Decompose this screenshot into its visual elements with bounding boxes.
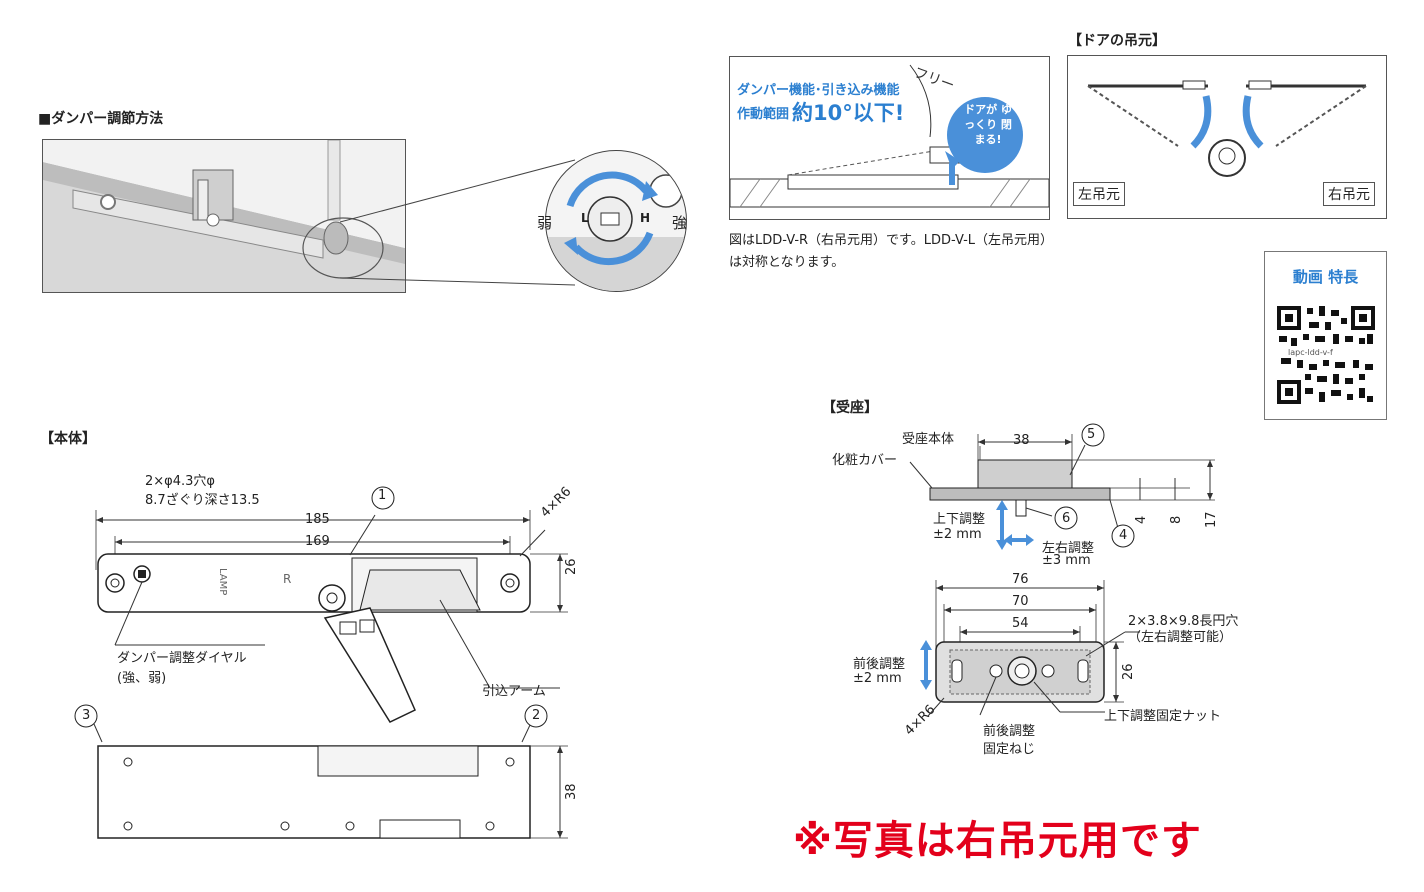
right-hinge-photo-note: ※写真は右吊元用です (793, 818, 1202, 864)
right-hinge-label: 右吊元 (1323, 182, 1375, 206)
mark-2: 2 (532, 708, 541, 723)
callout-range-value: 約10°以下! (792, 101, 905, 125)
arm-label: 引込アーム (482, 684, 546, 699)
receiver-title: 【受座】 (822, 400, 878, 416)
strong-label: 強 (672, 214, 688, 232)
receiver-dim-8: 8 (1169, 515, 1184, 524)
bubble-text: ドアが ゆっくり 閉まる! (964, 103, 1012, 146)
fb-adj-label: 前後調整 (853, 657, 906, 672)
screw-line2: 固定ねじ (983, 742, 1036, 757)
receiver-dim-54: 54 (1012, 616, 1029, 631)
slot-line1: 2×3.8×9.8長円穴 (1128, 614, 1239, 629)
dim-26-body: 26 (564, 558, 579, 575)
callout-range-label: 作動範囲 (737, 107, 790, 122)
qr-code-icon[interactable] (1275, 304, 1377, 406)
damper-photo-panel (42, 139, 406, 293)
callout-line1: ダンパー機能･引き込み機能 (737, 83, 900, 98)
soft-close-illustration (730, 64, 1049, 208)
lr-adj-value: ±3 mm (1042, 553, 1091, 568)
receiver-dim-17: 17 (1204, 511, 1219, 528)
receiver-main-label: 受座本体 (902, 432, 955, 447)
damper-zoom-lines (340, 159, 576, 286)
qr-caption: lapc-ldd-v-f (1288, 348, 1333, 357)
fb-adj-value: ±2 mm (853, 671, 902, 686)
door-hinge-illustration (1087, 80, 1367, 177)
body-r-mark: R (283, 572, 292, 586)
vert-adj-value: ±2 mm (933, 527, 982, 542)
mark-6: 6 (1062, 511, 1071, 526)
dial-h-label: H (640, 211, 651, 225)
holes-line1: 2×φ4.3穴φ (145, 474, 215, 489)
body-drawing (74, 486, 568, 839)
dim-185: 185 (305, 512, 330, 527)
dial-label: ダンパー調整ダイヤル (117, 651, 247, 666)
dim-38-body: 38 (564, 783, 579, 800)
soft-close-panel (729, 56, 1050, 220)
dial-l-label: L (581, 211, 589, 225)
lr-adj-label: 左右調整 (1042, 541, 1095, 556)
body-title: 【本体】 (40, 431, 96, 447)
screw-line1: 前後調整 (983, 724, 1036, 739)
model-note: 図はLDD-V-R（右吊元用）です。LDD-V-L（左吊元用）は対称となります。 (729, 233, 1054, 270)
mark-5: 5 (1087, 427, 1096, 442)
left-hinge-label: 左吊元 (1073, 182, 1125, 206)
damper-dial-illustration (546, 171, 686, 291)
dim-169: 169 (305, 534, 330, 549)
qr-title: 動画 特長 (1292, 268, 1359, 286)
receiver-dim-38: 38 (1013, 433, 1030, 448)
damper-title: ■ダンパー調節方法 (38, 111, 164, 127)
mark-3: 3 (82, 708, 91, 723)
mark-4: 4 (1119, 528, 1128, 543)
vert-adj-label: 上下調整 (933, 512, 986, 527)
receiver-dim-4: 4 (1134, 515, 1149, 524)
damper-dial-zoom (545, 150, 687, 292)
slot-line2: （左右調整可能） (1128, 630, 1233, 645)
receiver-cover-label: 化粧カバー (832, 453, 898, 468)
dial-sub: (強、弱) (117, 671, 167, 686)
receiver-drawing (909, 423, 1215, 717)
weak-label: 弱 (537, 214, 553, 232)
receiver-dim-70: 70 (1012, 594, 1029, 609)
damper-photo-illustration (43, 140, 405, 292)
body-brand-mark: LAMP (217, 568, 228, 596)
door-hinge-title: 【ドアの吊元】 (1068, 33, 1166, 49)
nut-label: 上下調整固定ナット (1104, 709, 1222, 724)
receiver-dim-76: 76 (1012, 572, 1029, 587)
receiver-dim-26: 26 (1121, 663, 1136, 680)
holes-line2: 8.7ざぐり深さ13.5 (145, 493, 260, 508)
mark-1: 1 (378, 488, 387, 503)
qr-panel: 動画 特長 lapc-ldd-v-f (1264, 251, 1387, 420)
